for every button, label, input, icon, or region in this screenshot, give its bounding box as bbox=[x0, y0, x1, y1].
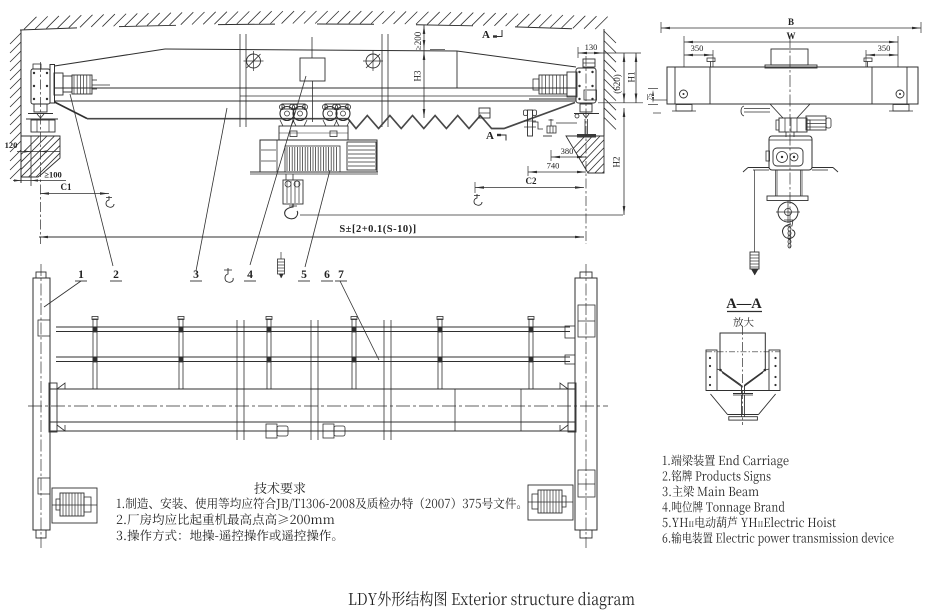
svg-text:A: A bbox=[486, 130, 494, 142]
svg-text:350: 350 bbox=[691, 43, 704, 53]
svg-text:350: 350 bbox=[878, 43, 891, 53]
svg-text:4: 4 bbox=[247, 269, 253, 281]
svg-text:3: 3 bbox=[193, 269, 199, 281]
svg-text:W: W bbox=[787, 31, 796, 41]
svg-text:2: 2 bbox=[113, 269, 119, 281]
svg-text:380: 380 bbox=[561, 146, 574, 156]
svg-text:(620): (620) bbox=[612, 74, 622, 94]
svg-text:H2: H2 bbox=[612, 157, 622, 168]
svg-text:A: A bbox=[482, 29, 490, 41]
svg-text:120: 120 bbox=[5, 140, 18, 150]
svg-text:B: B bbox=[788, 17, 794, 27]
svg-text:S±[2+0.1(S-10)]: S±[2+0.1(S-10)] bbox=[339, 224, 416, 235]
svg-text:75: 75 bbox=[646, 93, 654, 101]
svg-text:≥200: ≥200 bbox=[413, 31, 423, 50]
svg-text:C1: C1 bbox=[61, 182, 72, 192]
svg-text:A—A: A—A bbox=[726, 296, 762, 312]
svg-text:7: 7 bbox=[338, 269, 344, 281]
svg-text:C2: C2 bbox=[526, 176, 537, 186]
svg-text:≥100: ≥100 bbox=[44, 170, 61, 180]
svg-text:1: 1 bbox=[78, 269, 84, 281]
svg-text:740: 740 bbox=[547, 161, 560, 171]
svg-text:5: 5 bbox=[301, 269, 307, 281]
svg-text:H1: H1 bbox=[627, 72, 637, 83]
svg-text:6: 6 bbox=[324, 269, 330, 281]
svg-text:130: 130 bbox=[585, 42, 598, 52]
svg-text:H3: H3 bbox=[413, 70, 423, 81]
